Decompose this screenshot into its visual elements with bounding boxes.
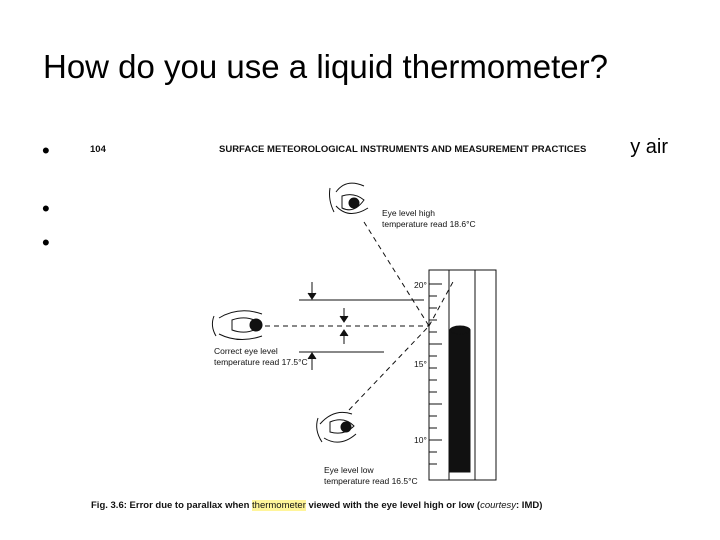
eye-correct-icon bbox=[211, 310, 263, 340]
label-high-line2: temperature read 18.6°C bbox=[382, 219, 476, 229]
caption-suffix: viewed with the eye level high or low ( bbox=[305, 500, 481, 511]
scale-label-10: 10° bbox=[414, 435, 427, 445]
parallax-figure: 104 SURFACE METEOROLOGICAL INSTRUMENTS A… bbox=[84, 130, 644, 520]
figure-caption: Fig. 3.6: Error due to parallax when the… bbox=[91, 500, 542, 511]
eye-low-icon bbox=[316, 411, 357, 443]
label-correct-line1: Correct eye level bbox=[214, 346, 278, 356]
bullet-marker: • bbox=[42, 138, 50, 163]
bullet-marker: • bbox=[42, 196, 50, 221]
bullet-marker: • bbox=[42, 230, 50, 255]
caption-prefix: Fig. 3.6: Error due to parallax when bbox=[91, 500, 253, 511]
page-number: 104 bbox=[90, 144, 106, 155]
slide-title: How do you use a liquid thermometer? bbox=[43, 48, 608, 85]
label-low-line2: temperature read 16.5°C bbox=[324, 476, 418, 486]
scale-label-15: 15° bbox=[414, 359, 427, 369]
sight-lines bbox=[265, 221, 455, 411]
scale-label-20: 20° bbox=[414, 280, 427, 290]
figure-header: SURFACE METEOROLOGICAL INSTRUMENTS AND M… bbox=[219, 144, 587, 155]
eye-high-icon bbox=[329, 182, 369, 214]
label-high-line1: Eye level high bbox=[382, 208, 435, 218]
bullet-text: y air bbox=[630, 136, 668, 158]
caption-end: : IMD) bbox=[516, 500, 543, 511]
liquid-column bbox=[449, 329, 471, 473]
parallax-diagram bbox=[211, 182, 497, 481]
level-markers bbox=[299, 282, 424, 370]
caption-courtesy: courtesy bbox=[480, 500, 516, 511]
scale-ticks bbox=[429, 283, 442, 465]
label-low-line1: Eye level low bbox=[324, 465, 374, 475]
caption-highlight: thermometer bbox=[252, 500, 306, 511]
label-correct-line2: temperature read 17.5°C bbox=[214, 357, 308, 367]
